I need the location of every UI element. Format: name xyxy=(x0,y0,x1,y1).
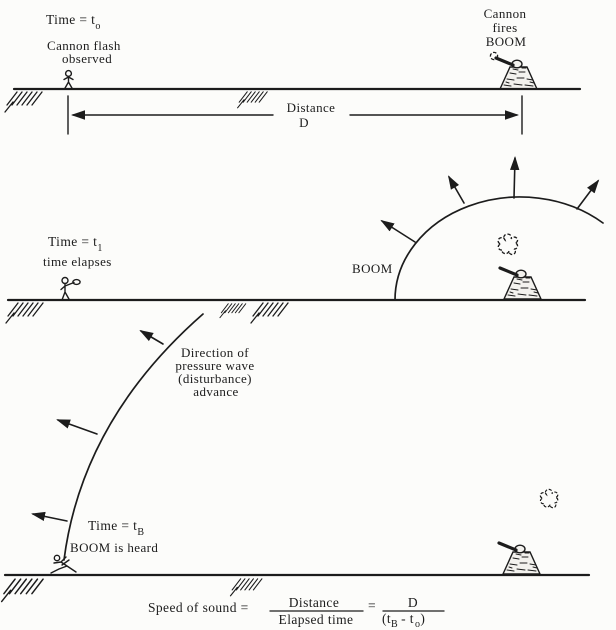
wave-direction-arrow xyxy=(380,219,416,243)
distance-symbol: D xyxy=(299,115,309,130)
observer-caption-line1: Cannon flash xyxy=(47,38,121,53)
direction-caption-line1: Direction of xyxy=(181,345,249,360)
ground-hatch xyxy=(5,302,44,324)
observer-figure-middle xyxy=(60,276,81,301)
muzzle-flash-icon xyxy=(489,51,499,61)
smoke-puff-middle xyxy=(497,233,519,256)
smoke-puff-bottom xyxy=(539,488,559,509)
direction-caption-line4: advance xyxy=(193,384,238,399)
cannon-caption-line1: Cannon xyxy=(484,6,527,21)
wave-front-arc-middle xyxy=(394,196,604,301)
formula-lhs: Speed of sound = xyxy=(148,600,249,615)
ground-hatch xyxy=(4,91,43,113)
wave-direction-arrow xyxy=(139,329,164,345)
wave-front-arc-bottom xyxy=(63,313,204,561)
formula-numerator2: D xyxy=(408,595,418,610)
cannon-figure-middle xyxy=(498,266,543,301)
formula-numerator1: Distance xyxy=(289,595,339,610)
boom-label-middle: BOOM xyxy=(352,261,393,276)
formula-denominator1: Elapsed time xyxy=(279,612,354,627)
cannon-caption-line2: fires xyxy=(492,20,517,35)
timer-icon xyxy=(72,278,81,286)
formula-equals: = xyxy=(368,598,376,613)
speed-of-sound-formula: Speed of sound = Distance Elapsed time =… xyxy=(148,595,445,630)
ground-hatch xyxy=(229,578,263,597)
distance-label: Distance xyxy=(287,100,336,115)
boom-heard-caption: BOOM is heard xyxy=(70,540,158,555)
direction-caption-line3: (disturbance) xyxy=(178,371,252,386)
formula-denominator2: (tB- to) xyxy=(382,611,425,630)
cannon-figure-top xyxy=(494,56,539,91)
ground-hatch xyxy=(250,302,289,324)
time-elapses-caption: time elapses xyxy=(43,254,112,269)
ground-hatch xyxy=(237,91,268,109)
ground-hatch xyxy=(219,303,247,319)
time-tb-label: Time = tB xyxy=(88,518,144,538)
wave-direction-arrow xyxy=(448,175,465,204)
cannon-caption-line3: BOOM xyxy=(486,34,527,49)
wave-direction-arrow xyxy=(576,179,600,210)
observer-caption-line2: observed xyxy=(62,51,112,66)
ground-hatch xyxy=(0,578,44,603)
cannon-figure-bottom xyxy=(497,541,542,576)
wave-direction-arrow xyxy=(56,419,98,435)
wave-direction-arrow xyxy=(31,511,68,522)
listener-startled-figure xyxy=(50,554,77,574)
observer-figure-top xyxy=(63,69,74,90)
time-t1-label: Time = t1 xyxy=(48,234,103,254)
wave-direction-arrow xyxy=(510,156,520,199)
direction-caption-line2: pressure wave xyxy=(175,358,254,373)
time-t0-label: Time = to xyxy=(46,12,101,32)
